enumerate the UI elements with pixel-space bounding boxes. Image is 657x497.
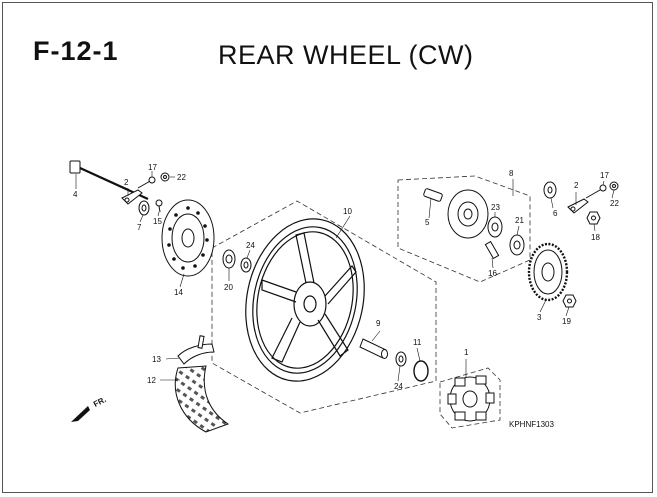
hub-collar [484, 240, 500, 260]
adjusting-plate-right [567, 198, 589, 214]
brake-disc [161, 199, 215, 277]
callout-9: 9 [376, 319, 381, 328]
bearing-right [395, 351, 407, 367]
side-collar-left [138, 200, 150, 216]
leader-lines [75, 171, 615, 382]
adjusting-bolt-left [137, 172, 170, 189]
hub-bearing-23 [487, 216, 503, 238]
callout-2-left: 2 [124, 178, 129, 187]
dust-seal-left [240, 257, 252, 273]
sprocket-hub [447, 189, 489, 239]
callout-24-right: 24 [394, 382, 403, 391]
callout-20: 20 [224, 283, 233, 292]
callout-6: 6 [553, 209, 558, 218]
rear-tire [174, 365, 230, 433]
part-callouts: 1 2 2 3 4 5 6 7 8 9 10 11 12 13 14 15 16… [73, 163, 619, 391]
distance-collar [359, 338, 388, 359]
callout-14: 14 [174, 288, 183, 297]
adjusting-plate-left [121, 189, 143, 205]
callout-19: 19 [562, 317, 571, 326]
callout-17-right: 17 [600, 171, 609, 180]
adjusting-bolt-right [585, 181, 619, 199]
wheel-group-box [211, 200, 437, 414]
damper-group-box [439, 367, 501, 429]
sheet-code: F-12-1 [33, 36, 119, 66]
callout-5: 5 [425, 218, 430, 227]
callout-11: 11 [413, 338, 422, 347]
driven-sprocket [527, 242, 569, 302]
wheel-rim [245, 218, 365, 382]
callout-7: 7 [137, 223, 142, 232]
callout-17-left: 17 [148, 163, 157, 172]
callout-16: 16 [488, 269, 497, 278]
sheet-title: REAR WHEEL (CW) [218, 40, 474, 70]
callout-4: 4 [73, 190, 78, 199]
drawing-reference-code: KPHNF1303 [509, 420, 554, 429]
callout-21: 21 [515, 216, 524, 225]
axle-nut [586, 211, 601, 225]
side-collar-right [543, 181, 557, 199]
sprocket-nut [562, 294, 577, 308]
callout-22-right: 22 [610, 199, 619, 208]
wheel-damper-rubbers [447, 375, 495, 422]
callout-8: 8 [509, 169, 514, 178]
callout-13: 13 [152, 355, 161, 364]
inner-tube [177, 335, 215, 365]
bearing-left [222, 249, 236, 269]
callout-23: 23 [491, 203, 500, 212]
callout-12: 12 [147, 376, 156, 385]
callout-18: 18 [591, 233, 600, 242]
callout-15: 15 [153, 217, 162, 226]
disc-bolt [155, 199, 163, 213]
callout-2-right: 2 [574, 181, 579, 190]
callout-3: 3 [537, 313, 542, 322]
diagram-frame [2, 2, 653, 493]
callout-1: 1 [464, 348, 469, 357]
callout-22-left: 22 [177, 173, 186, 182]
hub-stud [423, 188, 443, 202]
o-ring [413, 360, 429, 382]
callout-24-left: 24 [246, 241, 255, 250]
callout-10: 10 [343, 207, 352, 216]
hub-seal-21 [509, 234, 525, 256]
front-direction-arrow [71, 406, 90, 422]
